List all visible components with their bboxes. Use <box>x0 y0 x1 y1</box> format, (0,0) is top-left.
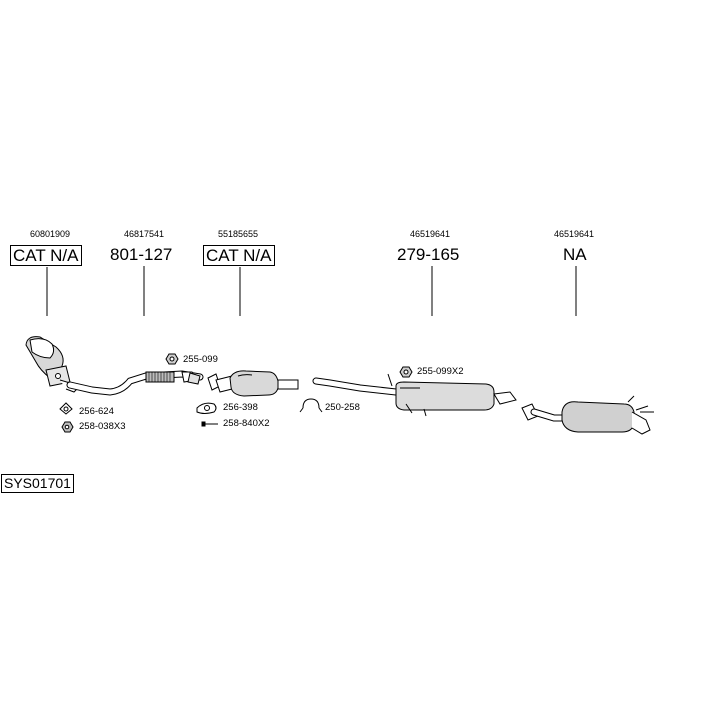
part-reference[interactable]: CAT N/A <box>10 245 82 266</box>
part-reference[interactable]: NA <box>563 245 587 264</box>
fitting-label[interactable]: 250-258 <box>325 402 360 413</box>
fitting-label[interactable]: 258-038X3 <box>79 421 126 432</box>
nut-icon <box>399 366 413 378</box>
centre-silencer-part[interactable] <box>312 373 517 417</box>
oe-number: 46519641 <box>554 229 595 239</box>
system-code: SYS01701 <box>1 474 74 493</box>
part-reference[interactable]: CAT N/A <box>203 245 275 266</box>
nut-icon <box>61 421 74 433</box>
fitting-label[interactable]: 256-398 <box>223 402 258 413</box>
oe-number: 55185655 <box>218 229 259 239</box>
oe-number: 60801909 <box>30 229 71 239</box>
front-pipe-part[interactable] <box>66 370 204 396</box>
bolt-icon <box>201 421 218 427</box>
part-reference[interactable]: 801-127 <box>110 245 173 264</box>
nut-icon <box>165 353 179 365</box>
fitting-label[interactable]: 255-099 <box>183 354 218 365</box>
rear-silencer-part[interactable] <box>521 395 654 435</box>
fitting-label[interactable]: 256-624 <box>79 406 114 417</box>
oe-number: 46817541 <box>124 229 165 239</box>
part-reference[interactable]: 279-165 <box>397 245 460 264</box>
oe-number: 46519641 <box>410 229 451 239</box>
gasket-icon <box>59 402 73 415</box>
gasket-icon <box>196 402 217 414</box>
clamp-icon <box>299 398 323 413</box>
fitting-label[interactable]: 255-099X2 <box>417 366 464 377</box>
fitting-label[interactable]: 258-840X2 <box>223 418 270 429</box>
catalytic-converter-part[interactable] <box>207 370 299 397</box>
